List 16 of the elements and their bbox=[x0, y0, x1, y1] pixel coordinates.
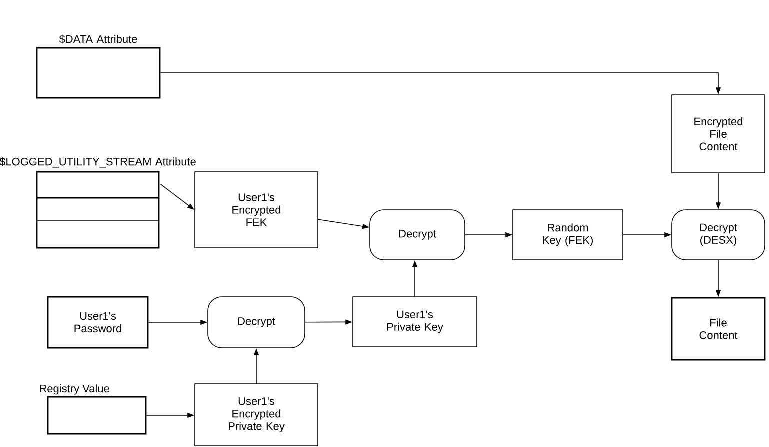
attribute-box: $LOGGED_UTILITY_STREAM Attribute bbox=[0, 157, 196, 249]
process-box: User1's Private Key bbox=[352, 296, 478, 348]
process-box: Random Key (FEK) bbox=[512, 210, 624, 260]
process-box: File Content bbox=[671, 297, 766, 361]
process-box: User1's Password bbox=[47, 296, 149, 349]
attribute-box: $DATA Attribute bbox=[36, 34, 161, 99]
decrypt-step: Decrypt bbox=[208, 296, 306, 348]
node-label: $LOGGED_UTILITY_STREAM Attribute bbox=[0, 157, 196, 168]
process-box: Encrypted File Content bbox=[672, 94, 766, 174]
node-label: $DATA Attribute bbox=[59, 34, 138, 44]
process-box: User1's Encrypted Private Key bbox=[194, 384, 318, 446]
decrypt-step: Decrypt bbox=[370, 210, 466, 260]
decrypt-step: Decrypt (DESX) bbox=[672, 210, 766, 260]
node-label: Registry Value bbox=[40, 384, 110, 395]
process-box: User1's Encrypted FEK bbox=[194, 172, 318, 248]
value-box: Registry Value bbox=[40, 384, 147, 435]
